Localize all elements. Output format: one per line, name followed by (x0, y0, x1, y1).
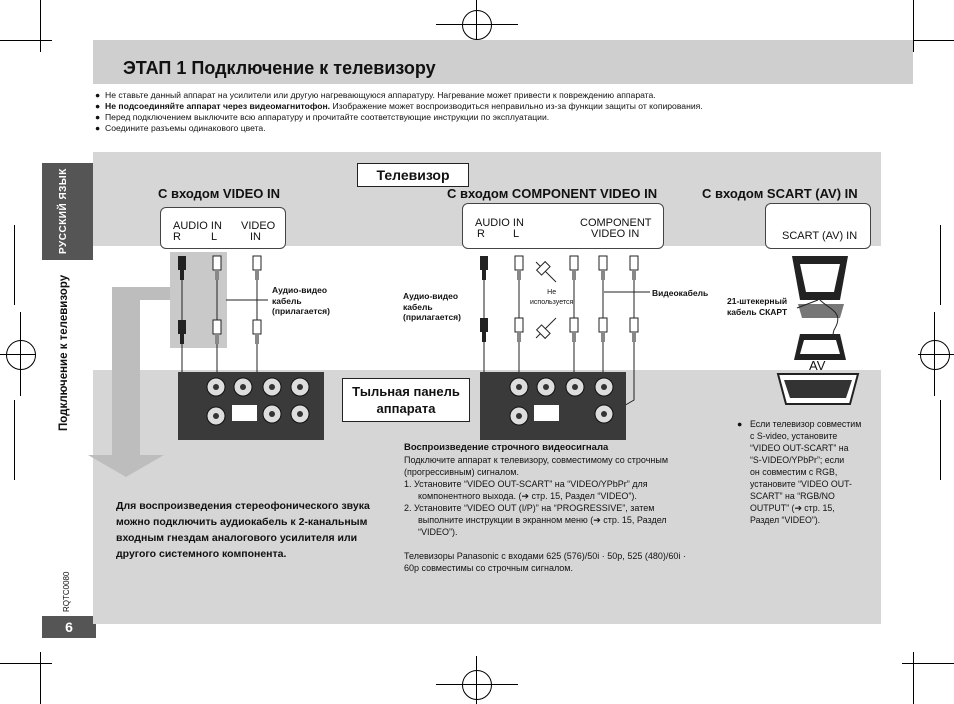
audio-in-label: AUDIO IN (475, 217, 524, 229)
crop-mark (902, 663, 954, 664)
crop-mark (934, 312, 935, 396)
down-arrow-icon (88, 287, 175, 477)
crop-mark (940, 225, 941, 305)
crop-mark (436, 684, 518, 685)
bullet-item: ●Перед подключением выключите всю аппара… (95, 112, 550, 122)
crop-mark (913, 0, 914, 52)
component-label: COMPONENT (580, 217, 652, 229)
crop-mark (20, 312, 21, 396)
plug-icon (480, 255, 639, 342)
plug-icon (178, 255, 262, 280)
progressive-intro: Подключите аппарат к телевизору, совмест… (404, 455, 669, 477)
rear-panel-label: Тыльная панель аппарата (342, 378, 470, 422)
progressive-step: “VIDEO”). (418, 527, 458, 537)
crop-mark (902, 40, 954, 41)
scart-plug-icon (792, 256, 848, 360)
l-label: L (513, 228, 520, 240)
video-in-label: VIDEO IN (591, 228, 640, 240)
registration-mark (920, 340, 950, 370)
unused-plug-icon (535, 260, 551, 340)
heading-video-in: С входом VIDEO IN (158, 186, 280, 201)
page-number: 6 (42, 616, 96, 638)
bullet-dot-icon: ● (95, 101, 101, 111)
scart-note: Если телевизор совместим с S-video, уста… (750, 419, 862, 525)
bullet-dot-icon: ● (95, 112, 101, 122)
registration-mark (6, 340, 36, 370)
heading-component: С входом COMPONENT VIDEO IN (447, 186, 658, 201)
rear-panel-middle (480, 372, 626, 440)
scart-jack-label: SCART (AV) IN (782, 230, 858, 242)
progressive-heading: Воспроизведение строчного видеосигнала (404, 442, 609, 453)
progressive-step: выполните инструкции в экранном меню (➔ … (418, 515, 667, 525)
l-label: L (211, 231, 218, 243)
crop-mark (913, 652, 914, 704)
plug-icon (178, 319, 262, 344)
not-used-label: Не используется (530, 289, 574, 306)
tv-input-video: AUDIO IN R L VIDEO IN (160, 207, 286, 249)
bullet-dot-icon: ● (95, 90, 101, 100)
registration-mark (462, 670, 492, 700)
audio-in-label: AUDIO IN (173, 220, 222, 232)
progressive-footer: Телевизоры Panasonic с входами 625 (576)… (404, 551, 686, 561)
tv-input-component: AUDIO IN R L COMPONENT VIDEO IN (462, 203, 664, 249)
rear-panel-left (178, 372, 324, 440)
video-label: VIDEO (241, 220, 276, 232)
language-tab (42, 163, 96, 260)
av-cable-label: Аудио-видео кабель (прилагается) (403, 291, 461, 322)
av-cable-label: Аудио-видео кабель (прилагается) (272, 285, 330, 316)
crop-mark (0, 40, 52, 41)
r-label: R (173, 231, 181, 243)
r-label: R (477, 228, 485, 240)
crop-mark (14, 225, 15, 305)
audio-note: Для воспроизведения стереофонического зв… (116, 500, 370, 560)
progressive-section: Воспроизведение строчного видеосигнала П… (404, 442, 734, 574)
tv-label: Телевизор (357, 163, 469, 187)
page-title: ЭТАП 1 Подключение к телевизору (123, 58, 436, 78)
progressive-step: компонентного выхода. (➔ стр. 15, Раздел… (418, 491, 637, 501)
av-label: AV (809, 358, 826, 373)
bullet-dot-icon: ● (95, 123, 101, 133)
registration-mark (462, 10, 492, 40)
progressive-step: 2. Установите “VIDEO OUT (I/P)” на “PROG… (404, 503, 655, 513)
in-label: IN (250, 231, 261, 243)
crop-mark (0, 354, 36, 355)
video-cable-label: Видеокабель (652, 288, 709, 298)
crop-mark (0, 663, 52, 664)
bullet-item: ●Не подсоединяйте аппарат через видеомаг… (95, 101, 703, 111)
crop-mark (14, 400, 15, 480)
tv-input-scart: SCART (AV) IN (765, 203, 871, 249)
crop-mark (940, 400, 941, 480)
crop-mark (476, 656, 477, 704)
crop-mark (436, 24, 518, 25)
bullet-item: ●Не ставьте данный аппарат на усилители … (95, 90, 656, 100)
bullet-item: ●Соедините разъемы одинакового цвета. (95, 123, 266, 133)
progressive-footer: 60p совместимы со строчным сигналом. (404, 563, 573, 573)
bullet-dot-icon: ● (737, 419, 743, 429)
crop-mark (918, 354, 954, 355)
crop-mark (40, 0, 41, 52)
scart-jack-icon (776, 373, 860, 405)
crop-mark (476, 0, 477, 50)
title-bar (93, 40, 913, 84)
scart-cable-label: 21-штекерный кабель СКАРТ (727, 296, 788, 317)
progressive-step: 1. Установите “VIDEO OUT-SCART” на “VIDE… (404, 479, 648, 489)
heading-scart: С входом SCART (AV) IN (702, 186, 858, 201)
crop-mark (40, 652, 41, 704)
pointer-line (796, 299, 819, 309)
